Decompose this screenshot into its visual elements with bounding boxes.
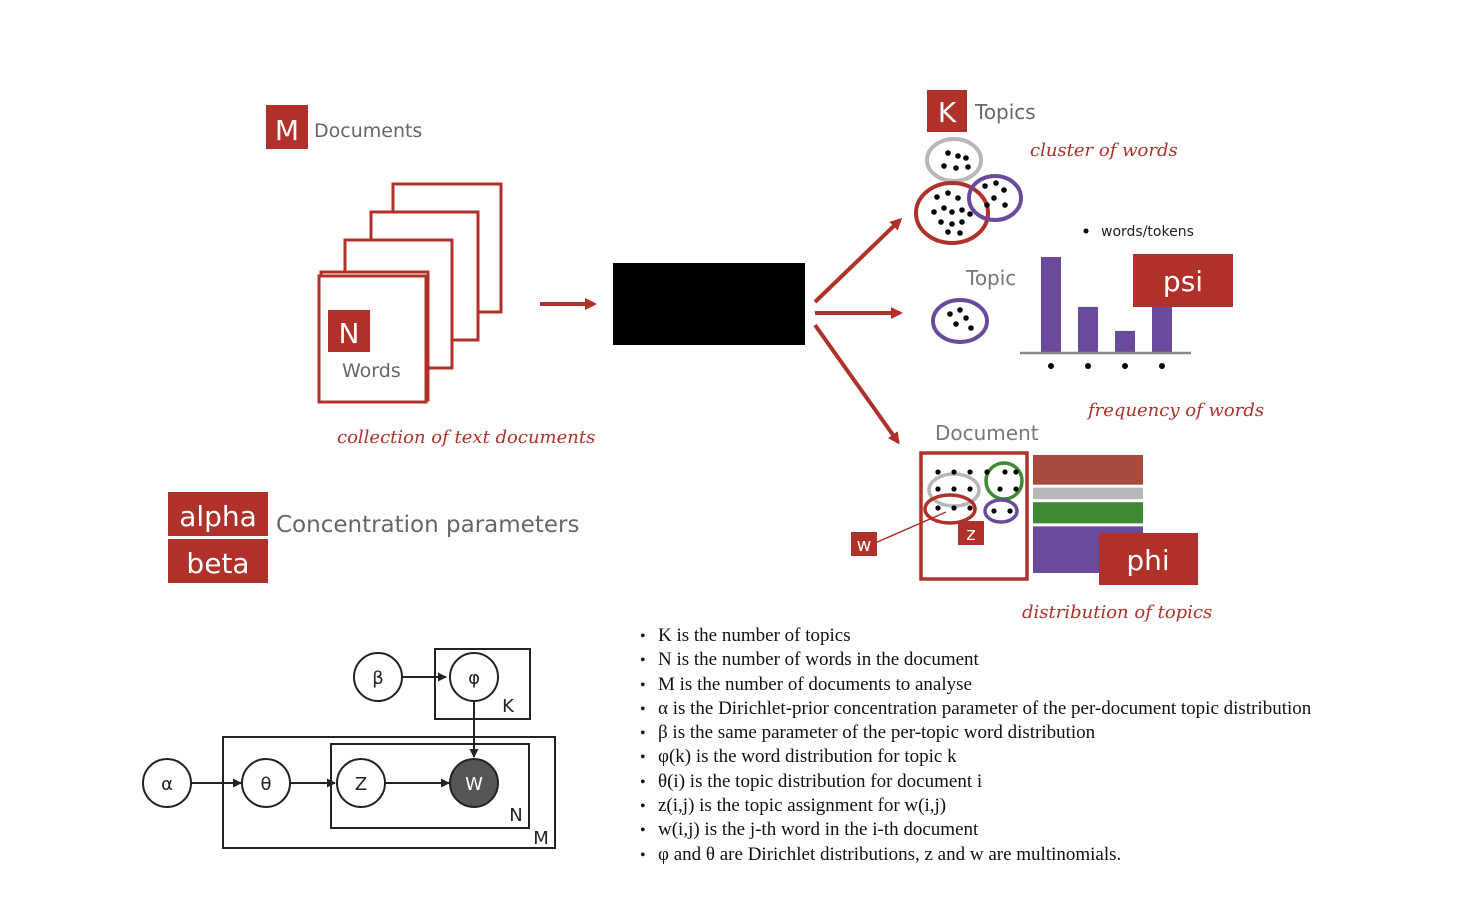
lda-black-box (613, 263, 805, 345)
topic-share-segment (1033, 502, 1143, 524)
topic-caption: frequency of words (1086, 400, 1264, 421)
documents-label: Documents (314, 120, 422, 142)
topics-caption: cluster of words (1030, 140, 1178, 161)
k-badge (927, 90, 967, 132)
m-badge (266, 105, 308, 149)
phi-badge-text: phi (1126, 544, 1169, 577)
definition-item: K is the number of topics (640, 624, 1460, 648)
topic-share-segment (1033, 455, 1143, 485)
w-badge (851, 532, 877, 556)
k-badge-text: K (938, 96, 957, 129)
definition-item: w(i,j) is the j-th word in the i-th docu… (640, 818, 1460, 842)
node-theta (241, 758, 291, 808)
node-alpha-label: α (161, 774, 173, 795)
node-beta (353, 652, 403, 702)
plate-n-label: N (509, 805, 522, 826)
definition-item: φ and θ are Dirichlet distributions, z a… (640, 843, 1460, 867)
topics-arrow (813, 217, 903, 304)
topic-cluster-single (931, 298, 989, 344)
plate-k (434, 648, 531, 720)
phi-badge (1099, 533, 1198, 585)
word-frequency-bars (1041, 257, 1172, 353)
topic-clusters (914, 137, 1023, 245)
legend-bullet (1083, 228, 1089, 234)
topic-share-segment (1033, 487, 1143, 500)
psi-badge (1133, 254, 1233, 307)
cluster-purple (967, 174, 1023, 222)
node-w-label: W (465, 774, 483, 795)
node-w (449, 758, 499, 808)
plate-m (222, 736, 556, 849)
definition-item: M is the number of documents to analyse (640, 673, 1460, 697)
documents-caption: collection of text documents (337, 427, 595, 448)
node-phi-label: φ (468, 668, 480, 689)
node-z-label: Z (355, 774, 367, 795)
cluster-gray (925, 137, 983, 183)
node-phi (449, 652, 499, 702)
node-theta-label: θ (260, 774, 271, 795)
document-caption: distribution of topics (1022, 602, 1212, 623)
m-badge-text: M (275, 114, 299, 147)
beta-badge (168, 539, 268, 583)
document-clusters (923, 461, 1024, 525)
n-badge-text: N (339, 317, 360, 350)
w-badge-text: w (857, 535, 872, 556)
plate-m-label: M (533, 828, 549, 849)
alpha-badge (168, 492, 268, 536)
words-tokens-legend: words/tokens (1101, 224, 1194, 240)
document-label: Document (935, 421, 1039, 445)
cluster-red (914, 181, 990, 245)
concentration-label: Concentration parameters (276, 512, 579, 538)
z-badge-text: z (966, 524, 975, 545)
w-pointer (874, 511, 947, 544)
document-stack (317, 182, 503, 404)
n-badge (328, 310, 370, 352)
words-label: Words (342, 360, 401, 382)
node-alpha (142, 758, 192, 808)
z-badge (958, 521, 984, 545)
topics-label: Topics (974, 100, 1036, 124)
definition-item: β is the same parameter of the per-topic… (640, 721, 1460, 745)
frequency-bar (1115, 330, 1135, 353)
frequency-bar (1078, 306, 1098, 353)
topic-label: Topic (965, 266, 1016, 290)
bar-tick-dots (1048, 363, 1165, 369)
definition-item: φ(k) is the word distribution for topic … (640, 745, 1460, 769)
definition-item: N is the number of words in the document (640, 648, 1460, 672)
plate-k-label: K (502, 696, 515, 717)
psi-badge-text: psi (1163, 265, 1203, 298)
node-z (336, 758, 386, 808)
frequency-bar (1041, 257, 1061, 353)
definition-list: K is the number of topics N is the numbe… (640, 624, 1460, 867)
definition-item: z(i,j) is the topic assignment for w(i,j… (640, 794, 1460, 818)
definition-item: θ(i) is the topic distribution for docum… (640, 770, 1460, 794)
definition-item: α is the Dirichlet-prior concentration p… (640, 697, 1460, 721)
documents-header: M Documents (266, 105, 422, 149)
beta-badge-text: beta (186, 547, 249, 580)
document-arrow (813, 323, 900, 445)
alpha-badge-text: alpha (179, 500, 257, 533)
document-box (919, 451, 1029, 581)
plate-diagram (142, 648, 556, 849)
node-beta-label: β (372, 668, 384, 689)
plate-labels: β φ α θ Z W K N M (161, 668, 549, 849)
frequency-bar (1152, 303, 1172, 353)
